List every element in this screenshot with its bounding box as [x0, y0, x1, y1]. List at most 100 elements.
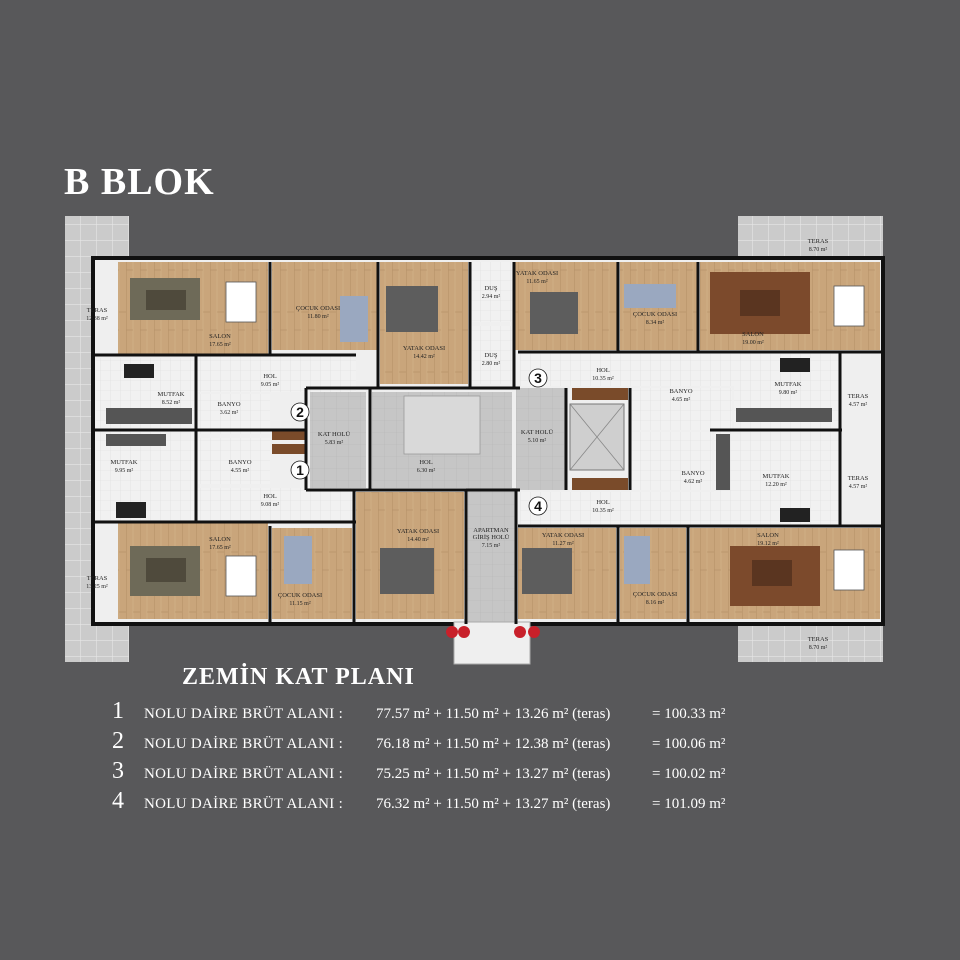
- unit-label: NOLU DAİRE BRÜT ALANI :: [144, 766, 344, 782]
- unit-total: = 100.02 m²: [652, 766, 726, 782]
- flower-4: [528, 626, 540, 638]
- unit-marker-number: 3: [534, 370, 542, 386]
- room-mutfak-right-bottom: [714, 432, 840, 526]
- room-area-label: 13.25 m²: [86, 584, 108, 590]
- flower-1: [446, 626, 458, 638]
- room-area-label: 10.35 m²: [592, 376, 614, 382]
- room-labels: TERAS 12.38 m² TERAS 13.25 m² TERAS 8.70 m² TE…: [86, 238, 868, 651]
- unit-label: NOLU DAİRE BRÜT ALANI :: [144, 736, 344, 752]
- room-name-label: TERAS: [848, 475, 869, 482]
- room-name-label: HOL: [419, 459, 432, 466]
- room-name-label: TERAS: [87, 307, 108, 314]
- stairs: [403, 395, 481, 455]
- room-name-label: ÇOCUK ODASI: [278, 592, 322, 599]
- room-name-label: HOL: [263, 493, 276, 500]
- unit-total: = 101.09 m²: [652, 796, 726, 812]
- room-area-label: 17.65 m²: [209, 342, 231, 348]
- room-area-label: 11.65 m²: [526, 279, 547, 285]
- shaft-4: [272, 444, 306, 454]
- room-area-label: 4.57 m²: [849, 484, 868, 490]
- room-name-label: ÇOCUK ODASI: [633, 591, 677, 598]
- room-area-label: 8.16 m²: [646, 600, 665, 606]
- room-name-label: SALON: [209, 536, 231, 543]
- unit-number: 1: [112, 698, 124, 724]
- room-area-label: 8.70 m²: [809, 247, 828, 253]
- room-area-label: 4.55 m²: [231, 468, 250, 474]
- plan-heading: ZEMİN KAT PLANI: [182, 664, 415, 690]
- room-name-label: HOL: [596, 367, 609, 374]
- room-name-label: BANYO: [681, 470, 704, 477]
- room-hol-right-bottom: [520, 492, 734, 526]
- flower-2: [458, 626, 470, 638]
- room-banyo-3: [632, 388, 732, 430]
- room-area-label: 6.30 m²: [417, 468, 436, 474]
- room-entrance-hall: [466, 488, 516, 624]
- unit-formula: 77.57 m² + 11.50 m² + 13.26 m² (teras): [376, 706, 611, 722]
- room-name-label: SALON: [757, 532, 779, 539]
- room-name-label: KAT HOLÜ: [521, 429, 554, 436]
- room-name-label: APARTMAN: [473, 527, 509, 534]
- unit-total: = 100.33 m²: [652, 706, 726, 722]
- unit-row-1: 1 NOLU DAİRE BRÜT ALANI : 77.57 m² + 11.…: [112, 698, 725, 728]
- shaft-2: [572, 478, 628, 490]
- room-name-label: YATAK ODASI: [542, 532, 584, 539]
- room-name-label: HOL: [596, 499, 609, 506]
- room-area-label: 5.10 m²: [528, 438, 547, 444]
- room-area-label: 9.05 m²: [261, 382, 280, 388]
- interior-walls: [93, 262, 883, 624]
- room-hol-left-top: [196, 356, 356, 392]
- room-area-label: 4.62 m²: [684, 479, 703, 485]
- unit-area-summary: 1 NOLU DAİRE BRÜT ALANI : 77.57 m² + 11.…: [112, 698, 725, 818]
- room-name-label: GİRİŞ HOLÜ: [473, 534, 510, 541]
- room-name-label: YATAK ODASI: [403, 345, 445, 352]
- room-area-label: 19.00 m²: [742, 340, 764, 346]
- room-name-label: KAT HOLÜ: [318, 431, 351, 438]
- room-area-label: 14.40 m²: [407, 537, 429, 543]
- block-title: B BLOK: [64, 161, 215, 203]
- room-name-label: DUŞ: [484, 285, 497, 292]
- room-name-label: MUTFAK: [775, 381, 802, 388]
- room-area-label: 12.38 m²: [86, 316, 108, 322]
- room-area-label: 12.20 m²: [765, 482, 787, 488]
- room-name-label: BANYO: [228, 459, 251, 466]
- room-area-label: 14.42 m²: [413, 354, 435, 360]
- room-name-label: TERAS: [808, 238, 829, 245]
- unit-marker-number: 4: [534, 498, 542, 514]
- room-hol-right-top: [520, 354, 734, 386]
- room-name-label: MUTFAK: [111, 459, 138, 466]
- room-banyo-4: [632, 432, 712, 490]
- unit-row-4: 4 NOLU DAİRE BRÜT ALANI : 76.32 m² + 11.…: [112, 788, 725, 818]
- unit-row-2: 2 NOLU DAİRE BRÜT ALANI : 76.18 m² + 11.…: [112, 728, 725, 758]
- room-name-label: TERAS: [848, 393, 869, 400]
- room-dus-lower: [472, 326, 512, 384]
- unit-marker-circle: [528, 496, 548, 516]
- room-name-label: BANYO: [217, 401, 240, 408]
- flower-3: [514, 626, 526, 638]
- unit-marker-number: 2: [296, 404, 304, 420]
- room-area-label: 2.80 m²: [482, 361, 501, 367]
- room-area-label: 8.34 m²: [646, 320, 665, 326]
- room-name-label: HOL: [263, 373, 276, 380]
- room-name-label: YATAK ODASI: [516, 270, 558, 277]
- room-area-label: 8.52 m²: [162, 400, 181, 406]
- room-area-label: 3.62 m²: [220, 410, 239, 416]
- room-hol-left-bottom: [196, 488, 356, 522]
- room-area-label: 10.35 m²: [592, 508, 614, 514]
- unit-marker-circle: [528, 368, 548, 388]
- room-name-label: BANYO: [669, 388, 692, 395]
- room-area-label: 11.27 m²: [552, 541, 573, 547]
- room-area-label: 4.57 m²: [849, 402, 868, 408]
- unit-number: 3: [112, 758, 124, 784]
- room-area-label: 17.65 m²: [209, 545, 231, 551]
- unit-formula: 76.32 m² + 11.50 m² + 13.27 m² (teras): [376, 796, 611, 812]
- furniture: [106, 272, 865, 606]
- room-kat-holu-left: [310, 392, 366, 488]
- room-name-label: TERAS: [87, 575, 108, 582]
- room-name-label: MUTFAK: [158, 391, 185, 398]
- unit-label: NOLU DAİRE BRÜT ALANI :: [144, 796, 344, 812]
- room-area-label: 19.12 m²: [757, 541, 779, 547]
- unit-number: 2: [112, 728, 124, 754]
- unit-marker-circle: [290, 402, 310, 422]
